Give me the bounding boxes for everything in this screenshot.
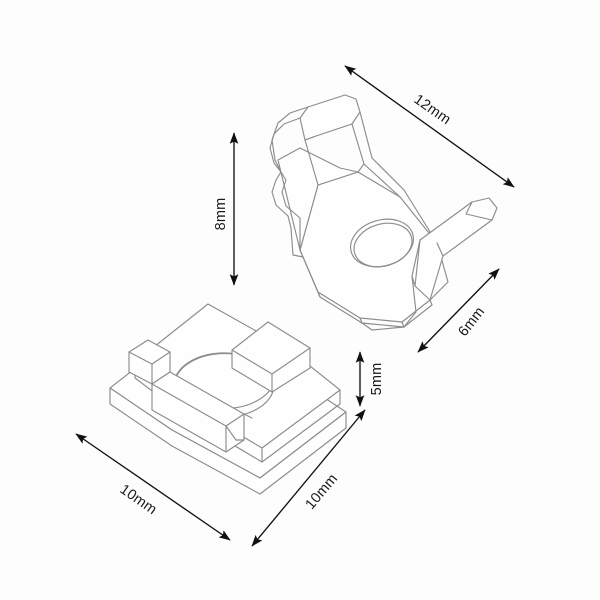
clip-spring-tab	[299, 94, 361, 141]
part-mounting-base	[109, 303, 347, 495]
clip-lower-fold	[361, 322, 405, 331]
clip-right-rail-inner	[436, 242, 444, 257]
base-rail-chamfer	[225, 425, 245, 441]
dimension-base-height: 5mm	[355, 351, 385, 407]
clip-spring-tab-return-b	[269, 117, 301, 173]
clip-left-wall-crease	[304, 139, 319, 186]
clip-spring-tab-fold	[304, 135, 317, 141]
dimension-clip-length: 12mm	[344, 65, 515, 188]
clip-lower-fold-b	[403, 275, 417, 328]
clip-inner-panel-b	[357, 163, 365, 173]
dimension-line	[251, 409, 366, 547]
clip-base-plate-edge-inner2	[359, 317, 363, 324]
clip-spring-tab-return-c	[280, 171, 301, 251]
dimension-label-12mm: 12mm	[411, 92, 454, 129]
dimension-label-5mm: 5mm	[369, 363, 385, 396]
clip-base-plate-edge-inner	[317, 291, 321, 298]
clip-right-rail-edge	[465, 201, 493, 221]
dimension-line	[75, 433, 231, 541]
dimension-line	[344, 65, 515, 188]
clip-base-plate-edge-inner3	[401, 321, 405, 328]
dimension-label-8mm: 8mm	[213, 198, 229, 231]
base-rail-right	[231, 321, 311, 393]
clip-spring-tab-return	[271, 106, 309, 217]
clip-right-rail	[414, 197, 498, 301]
base-rail-chamfer-b	[243, 413, 253, 419]
clip-hole-inner	[353, 222, 413, 268]
dimension-line	[417, 268, 500, 353]
clip-lower-return-edge	[287, 215, 304, 258]
dimension-clip-height: 8mm	[213, 132, 239, 286]
part-spring-clip	[269, 94, 498, 331]
